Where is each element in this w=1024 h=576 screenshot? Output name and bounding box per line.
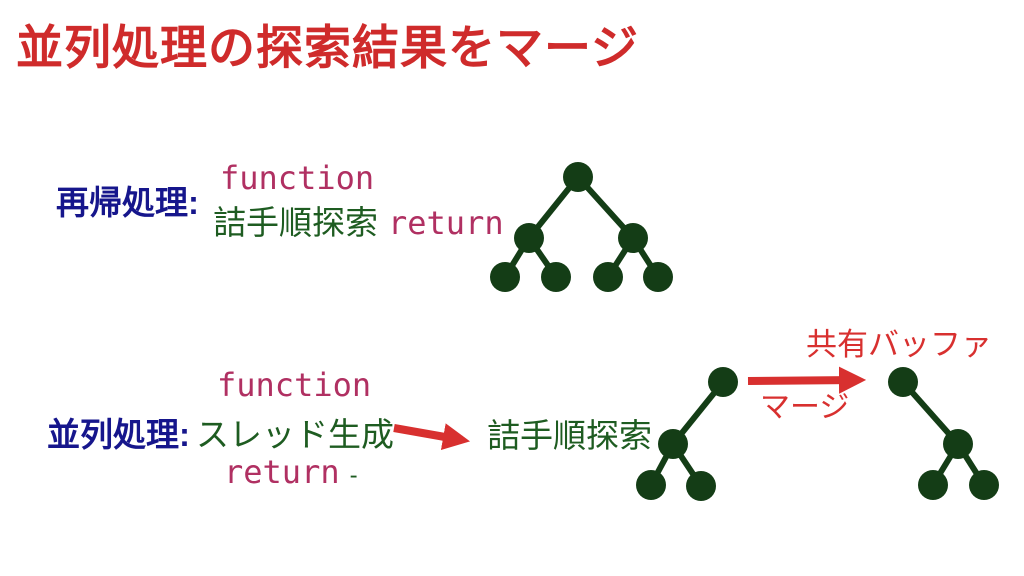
parallel-section-label: 並列処理: bbox=[47, 416, 190, 453]
tree-edge bbox=[955, 442, 987, 487]
tree-node bbox=[541, 262, 571, 292]
recursive-search-line: 詰手順探索 return bbox=[213, 206, 504, 239]
merged-partial-tree-right bbox=[888, 367, 999, 500]
tree-edge bbox=[630, 236, 661, 279]
tree-node bbox=[593, 262, 623, 292]
tree-node bbox=[636, 470, 666, 500]
recursive-function-keyword: function bbox=[220, 159, 375, 197]
recursive-return-keyword: return bbox=[388, 204, 504, 242]
tree-edge bbox=[526, 175, 581, 240]
return-dash: - bbox=[349, 462, 358, 489]
parallel-return-line: return- bbox=[224, 456, 358, 488]
tree-node bbox=[658, 429, 688, 459]
tree-node bbox=[686, 471, 716, 501]
tree-edge bbox=[670, 380, 726, 446]
recursive-search-tree bbox=[490, 162, 673, 292]
recursive-search-label: 詰手順探索 bbox=[213, 204, 378, 241]
tree-edge bbox=[930, 442, 961, 487]
tree-node bbox=[514, 223, 544, 253]
parallel-function-keyword: function bbox=[217, 366, 372, 404]
recursive-section-label: 再帰処理: bbox=[56, 184, 199, 221]
merge-label: マージ bbox=[760, 391, 850, 424]
tree-edge bbox=[575, 174, 636, 241]
thread-to-search-arrow bbox=[393, 423, 471, 451]
tree-node bbox=[918, 470, 948, 500]
tree-node bbox=[490, 262, 520, 292]
tree-edge bbox=[605, 236, 636, 279]
parallel-return-keyword: return bbox=[224, 453, 340, 491]
thread-spawn-label: スレッド生成 bbox=[196, 416, 394, 453]
parallel-main-line: 並列処理:スレッド生成 bbox=[47, 418, 394, 451]
tree-node bbox=[969, 470, 999, 500]
parallel-search-label: 詰手順探索 bbox=[487, 417, 652, 454]
tree-node bbox=[708, 367, 738, 397]
shared-buffer-label: 共有バッファ bbox=[806, 327, 992, 362]
tree-node bbox=[643, 262, 673, 292]
merge-to-buffer-arrow bbox=[747, 366, 867, 394]
slide-title: 並列処理の探索結果をマージ bbox=[16, 21, 640, 74]
tree-node bbox=[563, 162, 593, 192]
tree-edge bbox=[502, 236, 532, 279]
tree-node bbox=[618, 223, 648, 253]
tree-edge bbox=[900, 380, 961, 446]
tree-node bbox=[943, 429, 973, 459]
tree-edge bbox=[670, 442, 704, 488]
tree-edge bbox=[526, 236, 559, 279]
tree-edge bbox=[648, 442, 676, 487]
tree-node bbox=[888, 367, 918, 397]
